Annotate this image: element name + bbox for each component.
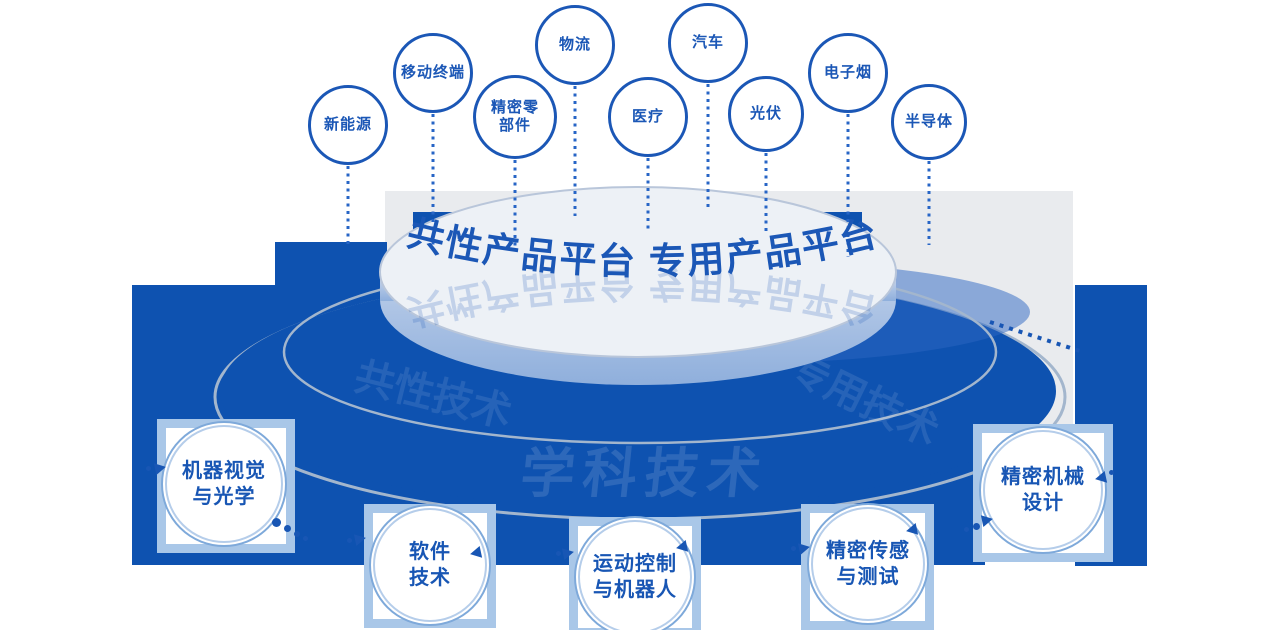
tech-label: 精密机械 [1001, 466, 1085, 488]
industry-circle-dianziyan: 电子烟 [808, 33, 888, 113]
industry-circle-jingmilingbujian: 精密零部件 [473, 75, 557, 159]
tech-label: 机器视觉 [182, 460, 266, 482]
industry-circle-guangfu: 光伏 [728, 76, 804, 152]
industry-label: 半导体 [904, 113, 953, 130]
industry-circle-yiliao: 医疗 [608, 77, 688, 157]
industry-label: 医疗 [631, 108, 664, 125]
connector-dot [791, 546, 796, 551]
connector-arrow-icon [797, 540, 812, 556]
industry-label: 电子烟 [823, 64, 872, 81]
tech-card-circle: 软件 技术 [369, 504, 491, 626]
connector-dot [284, 525, 291, 532]
tech-card-circle: 运动控制 与机器人 [574, 516, 696, 630]
industry-circle-yidongzhongduan: 移动终端 [393, 33, 473, 113]
tech-card-software: 软件 技术 [364, 504, 496, 628]
connector-arrow-icon [561, 545, 576, 561]
connector-arrow-icon [1093, 470, 1108, 486]
tech-card-motion-control: 运动控制 与机器人 [569, 516, 701, 630]
connector-arrow-icon [353, 531, 368, 547]
watermark-center: 学科技术 [518, 444, 772, 504]
tech-card-circle: 精密机械 设计 [979, 426, 1107, 554]
connector-arrow-icon [904, 522, 919, 538]
connector-dot [973, 523, 980, 530]
connector-dot [556, 551, 561, 556]
tech-label: 运动控制 [593, 553, 677, 575]
tech-label: 精密传感 [826, 540, 910, 562]
tech-card-precision-sensing: 精密传感 与测试 [801, 503, 934, 630]
tech-card-precision-mechanical: 精密机械 设计 [973, 424, 1113, 562]
industry-label: 新能源 [323, 116, 372, 133]
tech-label: 软件 [409, 541, 451, 563]
connector-arrow-icon [980, 512, 995, 528]
connector-dot [146, 466, 151, 471]
connector-dot [1109, 470, 1114, 475]
industry-label: 移动终端 [400, 64, 465, 81]
industry-label: 物流 [558, 36, 591, 53]
industry-label: 汽车 [691, 34, 724, 51]
tech-card-circle: 机器视觉 与光学 [161, 421, 287, 547]
connector-arrow-icon [468, 545, 483, 561]
connector-dot [347, 538, 352, 543]
industry-circle-bandaoti: 半导体 [891, 84, 967, 160]
connector-arrow-icon [153, 460, 168, 476]
connector-arrow-icon [674, 539, 689, 555]
industry-circle-qiche: 汽车 [668, 3, 748, 83]
industry-label: 光伏 [749, 105, 782, 122]
industry-circle-wuliu: 物流 [535, 5, 615, 85]
industry-label: 精密零 [490, 99, 539, 116]
industry-connector-lines [346, 84, 931, 257]
connector-dot [272, 518, 281, 527]
connector-dot [303, 536, 308, 541]
connector-dot [964, 527, 969, 532]
connector-dot [294, 531, 300, 537]
tech-card-machine-vision: 机器视觉 与光学 [157, 419, 295, 553]
industry-circle-xinnengyuan: 新能源 [308, 85, 388, 165]
tech-card-circle: 精密传感 与测试 [807, 503, 929, 625]
